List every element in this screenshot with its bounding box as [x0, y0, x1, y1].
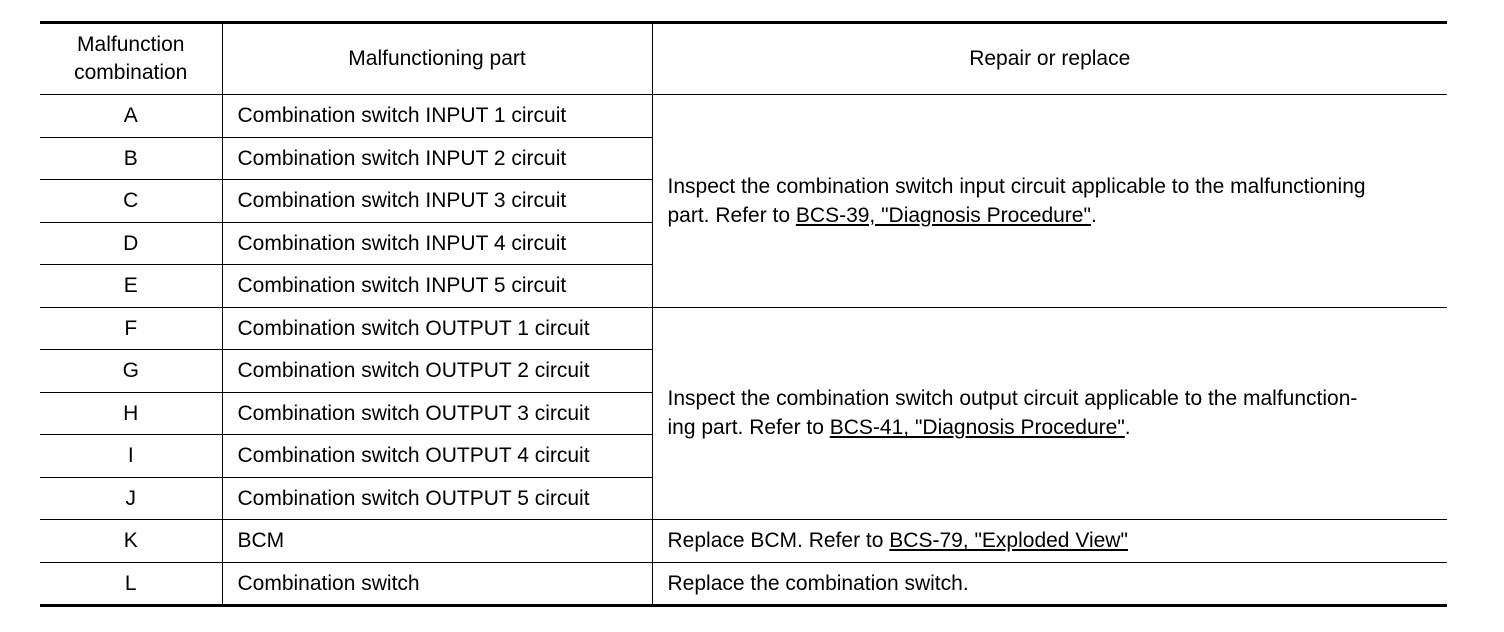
table-row: I Combination switch OUTPUT 4 circuit — [40, 434, 1447, 478]
table-row: E Combination switch INPUT 5 circuit — [40, 264, 1447, 308]
table-row: L Combination switch Replace the combina… — [40, 562, 1447, 607]
part-cell: Combination switch INPUT 2 circuit — [221, 137, 652, 180]
table-row: C Combination switch INPUT 3 circuit — [40, 179, 1447, 223]
bcs-39-link[interactable]: BCS-39, "Diagnosis Procedure" — [795, 203, 1091, 227]
header-repair: Repair or replace — [651, 21, 1447, 95]
header-part: Malfunctioning part — [221, 21, 653, 95]
combination-cell: J — [40, 477, 223, 520]
combination-cell: F — [40, 307, 223, 350]
table-row: J Combination switch OUTPUT 5 circuit — [40, 477, 1447, 520]
combination-cell: H — [40, 392, 223, 435]
table-row: F Combination switch OUTPUT 1 circuit In… — [40, 307, 1447, 520]
table-row: B Combination switch INPUT 2 circuit — [40, 137, 1447, 180]
combination-cell: I — [40, 434, 223, 478]
repair-cell-switch: Replace the combination switch. — [651, 562, 1447, 607]
repair-cell-input: Inspect the combination switch input cir… — [651, 94, 1447, 308]
repair-cell-bcm: Replace BCM. Refer to BCS-79, "Exploded … — [651, 519, 1447, 563]
bcs-79-link[interactable]: BCS-79, "Exploded View" — [889, 529, 1128, 553]
part-cell: Combination switch INPUT 4 circuit — [221, 222, 652, 265]
combination-cell: C — [40, 179, 223, 223]
part-cell: Combination switch OUTPUT 1 circuit — [221, 307, 653, 350]
table-row: A Combination switch INPUT 1 circuit Ins… — [40, 94, 1447, 308]
combination-cell: A — [40, 94, 223, 138]
table-row: K BCM Replace BCM. Refer to BCS-79, "Exp… — [40, 519, 1447, 563]
bcs-41-link[interactable]: BCS-41, "Diagnosis Procedure" — [829, 416, 1125, 440]
part-cell: Combination switch — [221, 562, 653, 607]
part-cell: BCM — [221, 519, 653, 563]
combination-cell: K — [40, 519, 223, 563]
combination-cell: L — [40, 562, 223, 607]
part-cell: Combination switch OUTPUT 5 circuit — [221, 477, 652, 520]
table-row: D Combination switch INPUT 4 circuit — [40, 222, 1447, 265]
combination-cell: E — [40, 264, 223, 308]
part-cell: Combination switch OUTPUT 2 circuit — [221, 349, 652, 393]
repair-cell-output: Inspect the combination switch output ci… — [651, 307, 1447, 520]
part-cell: Combination switch INPUT 3 circuit — [221, 179, 652, 223]
part-cell: Combination switch INPUT 5 circuit — [221, 264, 652, 308]
combination-cell: D — [40, 222, 223, 265]
part-cell: Combination switch OUTPUT 3 circuit — [221, 392, 652, 435]
part-cell: Combination switch OUTPUT 4 circuit — [221, 434, 652, 478]
table-row: G Combination switch OUTPUT 2 circuit — [40, 349, 1447, 393]
table-row: H Combination switch OUTPUT 3 circuit — [40, 392, 1447, 435]
combination-cell: G — [40, 349, 223, 393]
part-cell: Combination switch INPUT 1 circuit — [221, 94, 653, 138]
combination-cell: B — [40, 137, 223, 180]
